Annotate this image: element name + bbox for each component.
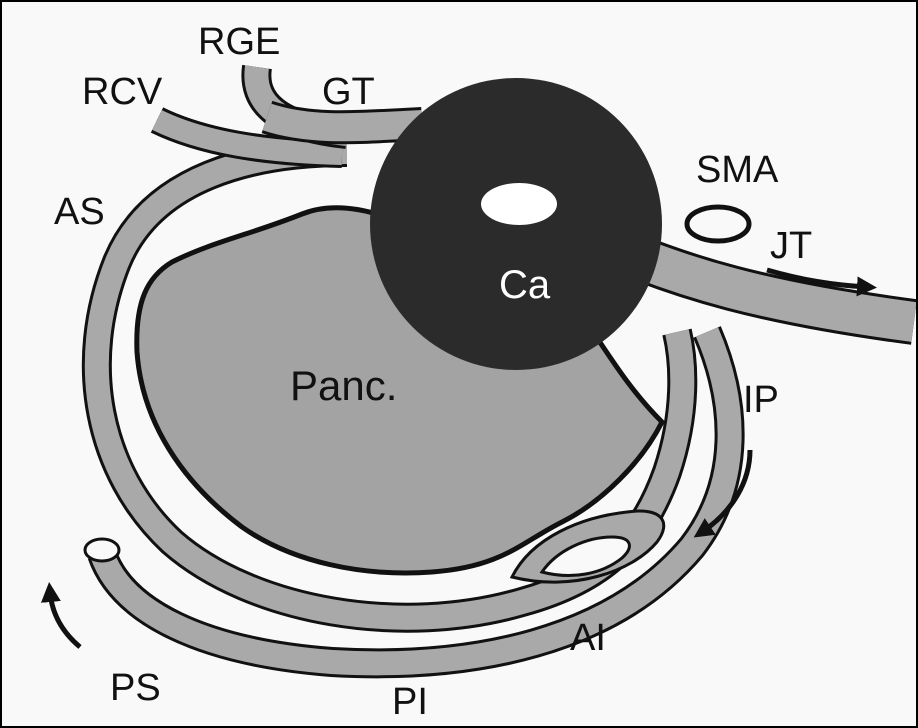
label-ps: PS: [110, 667, 161, 709]
label-pi: PI: [392, 681, 428, 723]
label-panc: Panc.: [290, 362, 397, 409]
ps-vessel-cut-end: [85, 539, 119, 561]
label-rge: RGE: [198, 21, 280, 63]
gt-trunk: [267, 117, 422, 127]
label-sma: SMA: [696, 149, 779, 191]
tumor-lumen: [481, 183, 557, 225]
label-as: AS: [54, 191, 105, 233]
sma-ring: [687, 207, 749, 241]
label-ip: IP: [743, 379, 779, 421]
label-ai: AI: [570, 617, 606, 659]
label-gt: GT: [322, 71, 375, 113]
ps-flow-arrow: [50, 592, 80, 647]
label-rcv: RCV: [82, 71, 163, 113]
label-ca: Ca: [499, 263, 551, 307]
label-jt: JT: [770, 225, 812, 267]
